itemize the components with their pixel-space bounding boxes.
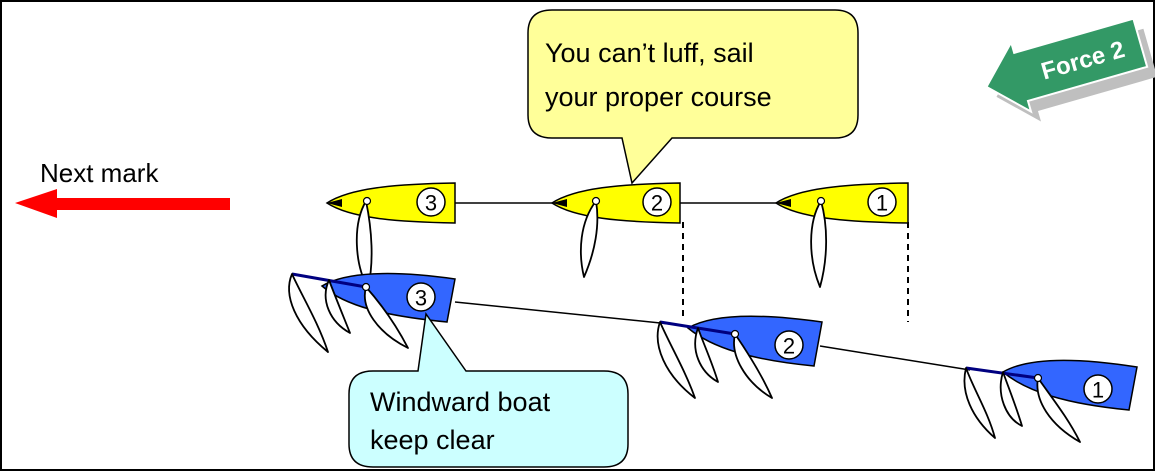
boat-number: 3 xyxy=(415,286,427,311)
boat-number: 1 xyxy=(1092,378,1104,403)
callout-windward-line-1: Windward boat xyxy=(370,387,551,417)
boat-number: 2 xyxy=(651,191,663,216)
windward-boat-1: 1 xyxy=(963,359,1138,443)
callout-leeward-line-1: You can’t luff, sail xyxy=(545,38,754,68)
next-mark-arrow xyxy=(15,189,230,218)
overlap-line xyxy=(454,301,671,325)
leeward-boat-1: 1 xyxy=(774,182,909,288)
wind-arrow: Force 2 xyxy=(985,17,1149,114)
boat-number: 1 xyxy=(876,191,888,216)
wind-indicator: Force 2 Force 2 xyxy=(985,17,1155,122)
callout-windward: Windward boat keep clear xyxy=(348,312,629,468)
boat-number: 2 xyxy=(783,334,795,359)
windward-boat-3: 3 xyxy=(288,272,456,353)
callout-leeward: You can’t luff, sail your proper course xyxy=(527,9,859,185)
callout-leeward-line-2: your proper course xyxy=(545,82,772,112)
boat-number: 3 xyxy=(425,191,437,216)
next-mark-label: Next mark xyxy=(40,158,159,188)
next-mark-indicator: Next mark xyxy=(15,158,230,218)
windward-boat-2: 2 xyxy=(656,315,823,399)
overlap-line xyxy=(819,345,971,371)
leeward-boat-3: 3 xyxy=(325,182,456,289)
callout-windward-line-2: keep clear xyxy=(370,425,495,455)
leeward-boat-2: 2 xyxy=(550,182,681,278)
